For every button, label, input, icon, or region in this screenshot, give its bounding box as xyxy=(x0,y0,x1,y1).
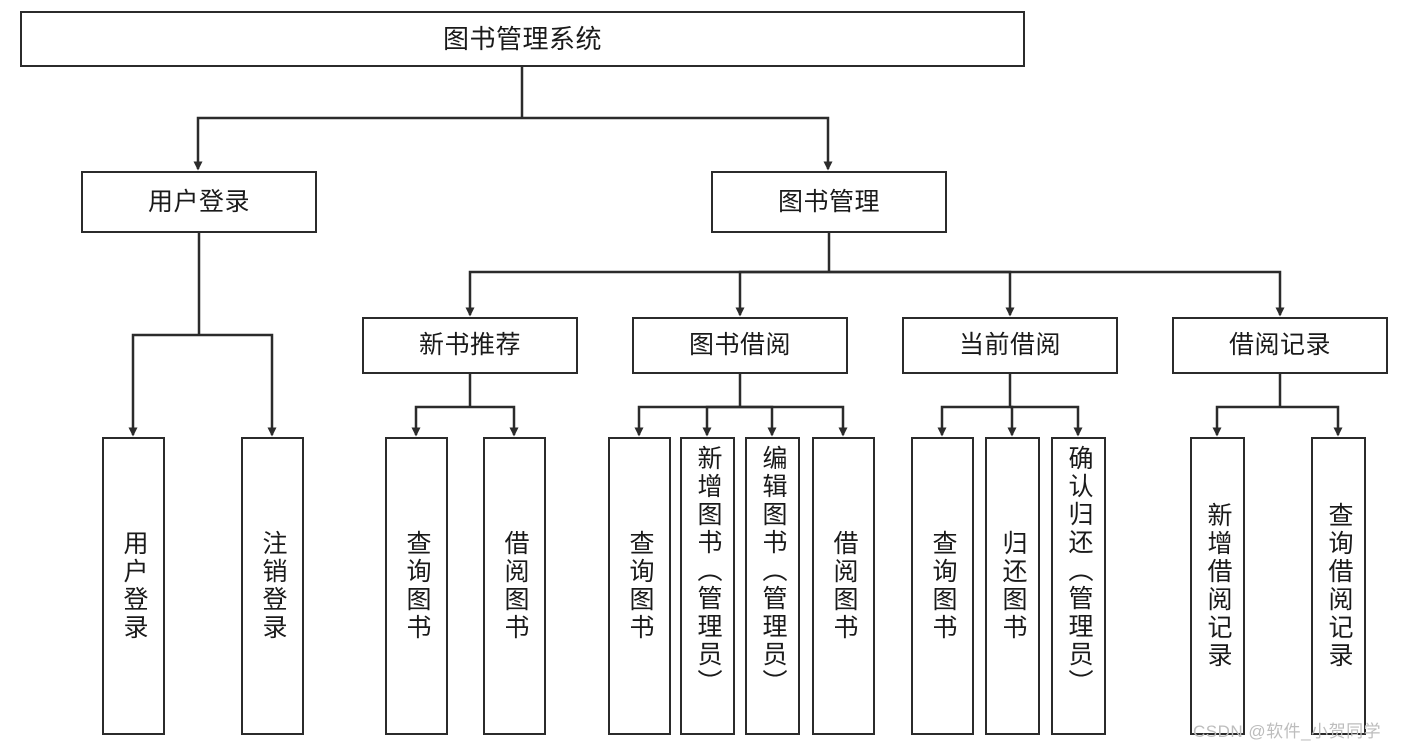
node-new-book-rec[interactable]: 新书推荐 xyxy=(362,317,578,374)
connector-paths xyxy=(128,67,1343,437)
connector-current-borrow-to-leaf-confirm-return xyxy=(1010,405,1083,437)
node-leaf-borrow-book-2[interactable]: 借阅图书 xyxy=(812,437,875,735)
node-label-leaf-add-record: 新增借阅记录 xyxy=(1204,502,1232,670)
node-label-user-login: 用户登录 xyxy=(147,187,250,216)
connector-book-manage-to-current-borrow xyxy=(829,270,1015,317)
node-leaf-add-book[interactable]: 新增图书（管理员） xyxy=(680,437,735,735)
node-current-borrow[interactable]: 当前借阅 xyxy=(902,317,1118,374)
connector-root-to-book-manage xyxy=(522,116,833,171)
node-borrow-record[interactable]: 借阅记录 xyxy=(1172,317,1388,374)
node-label-book-borrow: 图书借阅 xyxy=(688,331,791,359)
node-label-borrow-record: 借阅记录 xyxy=(1228,331,1331,359)
connector-book-manage-to-new-book-rec xyxy=(465,270,829,317)
node-label-leaf-confirm-return: 确认归还（管理员） xyxy=(1065,445,1093,697)
node-label-leaf-add-book: 新增图书（管理员） xyxy=(694,445,722,697)
connector-new-book-rec-to-leaf-query-book-1 xyxy=(411,405,470,437)
connector-book-borrow-to-leaf-query-book-2 xyxy=(634,405,740,437)
node-label-leaf-borrow-book-2: 借阅图书 xyxy=(830,530,858,642)
node-book-borrow[interactable]: 图书借阅 xyxy=(632,317,848,374)
node-label-book-manage: 图书管理 xyxy=(777,187,880,216)
node-label-root: 图书管理系统 xyxy=(442,23,602,54)
connector-root-to-user-login xyxy=(193,116,522,171)
node-leaf-query-book-2[interactable]: 查询图书 xyxy=(608,437,671,735)
connector-book-borrow-to-leaf-borrow-book-2 xyxy=(740,405,848,437)
node-leaf-edit-book[interactable]: 编辑图书（管理员） xyxy=(745,437,800,735)
connector-borrow-record-to-leaf-query-record xyxy=(1280,405,1343,437)
node-label-new-book-rec: 新书推荐 xyxy=(418,331,521,359)
connector-book-manage-to-borrow-record xyxy=(829,270,1285,317)
node-leaf-query-book-1[interactable]: 查询图书 xyxy=(385,437,448,735)
connector-new-book-rec-to-leaf-borrow-book-1 xyxy=(470,405,519,437)
connector-user-login-to-leaf-user-login xyxy=(128,333,199,437)
node-leaf-query-record[interactable]: 查询借阅记录 xyxy=(1311,437,1366,735)
node-label-leaf-borrow-book-1: 借阅图书 xyxy=(501,530,529,642)
connector-book-borrow-to-leaf-add-book xyxy=(702,405,740,437)
node-root[interactable]: 图书管理系统 xyxy=(20,11,1025,67)
node-leaf-user-login[interactable]: 用户登录 xyxy=(102,437,165,735)
node-label-leaf-logout: 注销登录 xyxy=(259,530,287,642)
node-leaf-add-record[interactable]: 新增借阅记录 xyxy=(1190,437,1245,735)
node-leaf-logout[interactable]: 注销登录 xyxy=(241,437,304,735)
node-leaf-query-book-3[interactable]: 查询图书 xyxy=(911,437,974,735)
connector-book-manage-to-book-borrow xyxy=(735,270,829,317)
node-label-leaf-query-book-1: 查询图书 xyxy=(403,530,431,642)
node-label-leaf-user-login: 用户登录 xyxy=(120,530,148,642)
node-leaf-confirm-return[interactable]: 确认归还（管理员） xyxy=(1051,437,1106,735)
connector-current-borrow-to-leaf-query-book-3 xyxy=(937,405,1010,437)
node-label-current-borrow: 当前借阅 xyxy=(958,331,1061,359)
csdn-watermark: CSDN @软件_小贺同学 xyxy=(1193,722,1382,741)
connector-borrow-record-to-leaf-add-record xyxy=(1212,405,1280,437)
node-label-leaf-query-book-2: 查询图书 xyxy=(626,530,654,642)
node-label-leaf-query-record: 查询借阅记录 xyxy=(1325,502,1353,670)
connector-book-borrow-to-leaf-edit-book xyxy=(740,405,777,437)
node-book-manage[interactable]: 图书管理 xyxy=(711,171,947,233)
connector-current-borrow-to-leaf-return-book xyxy=(1007,405,1017,437)
node-user-login[interactable]: 用户登录 xyxy=(81,171,317,233)
node-leaf-return-book[interactable]: 归还图书 xyxy=(985,437,1040,735)
node-leaf-borrow-book-1[interactable]: 借阅图书 xyxy=(483,437,546,735)
node-label-leaf-query-book-3: 查询图书 xyxy=(929,530,957,642)
node-label-leaf-return-book: 归还图书 xyxy=(999,530,1027,642)
node-label-leaf-edit-book: 编辑图书（管理员） xyxy=(759,445,787,697)
connector-user-login-to-leaf-logout xyxy=(199,333,277,437)
